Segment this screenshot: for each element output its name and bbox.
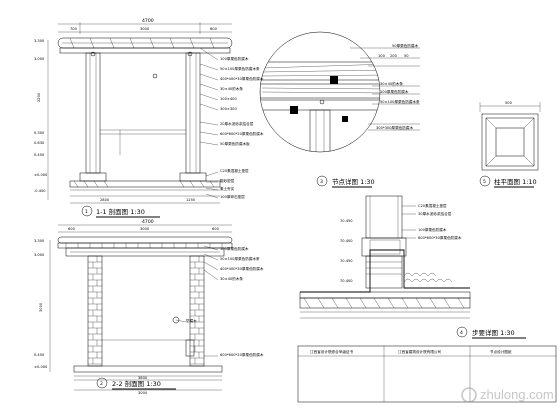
callout: 50厚栗色防腐木 [392, 43, 419, 48]
section-number: 1 [85, 209, 88, 215]
callout: 300*300厚栗色防腐木 [376, 125, 413, 130]
elev-label: 70.450 [340, 219, 353, 223]
detail-caption: 节点详图 1:30 [332, 177, 375, 186]
callout: 20厚水泥砂浆结合层 [220, 121, 254, 126]
purlin [59, 47, 231, 54]
elev-label: 0.450 [34, 153, 45, 157]
callout: 50 [404, 54, 409, 58]
title-block: 江西省设计院综合甲级证书 江西省建筑设计院有限公司 节点设计图纸 [297, 345, 557, 403]
callout: 素土夯实 [220, 186, 235, 191]
section-1-1: 4700 700 3000 600 [34, 18, 264, 218]
watermark-text: zhulong.com [480, 387, 554, 402]
elev-label: 3.000 [34, 253, 45, 257]
detail-number-circle [456, 326, 468, 338]
column-right [189, 255, 205, 367]
elev-label: 0.450 [34, 353, 45, 357]
column-left [87, 255, 103, 367]
footing [69, 180, 221, 188]
zhulong-logo-icon [461, 387, 477, 403]
detail-caption: 步要详图 1:30 [472, 328, 515, 337]
step-detail: 70.450 70.400 70.450 70.400 C20素混凝土垫层 30… [299, 195, 526, 339]
detail-number: 4 [460, 330, 463, 336]
roof-beam [57, 236, 233, 244]
callout: 30×40的木条 [220, 276, 243, 281]
dim-top-1: 700 [70, 27, 78, 31]
dim-top-3: 600 [210, 27, 218, 31]
title-cell: 江西省建筑设计院有限公司 [398, 349, 442, 354]
dim-bottom: 1250 [186, 198, 196, 202]
dim-top-2: 3000 [140, 27, 150, 31]
callout: 100×400 [220, 97, 237, 101]
column-right [185, 52, 201, 174]
section-number: 2 [100, 381, 103, 387]
callout: 200 [390, 54, 398, 58]
dim-bottom: 3000 [138, 391, 148, 395]
elev-label: 3000 [39, 302, 43, 312]
dim-top-total: 4700 [142, 18, 154, 24]
callout: 100厚碎石垫层 [220, 194, 245, 199]
callout: 100 [378, 54, 386, 58]
callout: 600*600*30厚栗色防腐木 [418, 235, 462, 240]
callout: 粗砂垫层 [220, 178, 235, 183]
detail-number: 5 [483, 179, 486, 185]
callout: 50×100厚栗色防腐木条 [220, 66, 260, 71]
callout: 100厚栗色防腐木 [220, 246, 249, 251]
callout: C20素混凝土垫层 [220, 168, 249, 173]
section-number-circle [96, 377, 108, 389]
elev-label: 3.300 [34, 39, 45, 43]
detail-caption: 柱平面图 1:10 [494, 177, 537, 186]
callout: 30厚水泥砂浆结合层 [418, 211, 452, 216]
callout: 50×100厚栗色防腐木条 [220, 256, 260, 261]
callout: 30×40的木条 [220, 86, 243, 91]
elev-label: 2200 [37, 92, 41, 102]
node-detail: 50厚栗色防腐木 100 200 50 30×40的木条 100厚栗色防腐木 5… [259, 31, 420, 188]
dim-top: 3000 [140, 227, 150, 231]
elev-label: -0.450 [34, 189, 46, 193]
title-cell: 江西省设计院综合甲级证书 [310, 349, 354, 354]
column-section [481, 113, 539, 171]
callout: 50厚栗色防腐木板 [220, 141, 250, 146]
elev-label: ±0.000 [34, 365, 48, 369]
column-plan: 500 5 柱平面图 1:10 [479, 101, 541, 188]
callout: 300×300 [220, 107, 237, 111]
section-caption: 1-1 剖面图 1:30 [96, 207, 145, 216]
callout: 600*600*20厚栗色防腐木 [220, 352, 264, 357]
dim-bottom: 3800 [138, 376, 148, 380]
title-cell: 节点设计图纸 [490, 349, 512, 354]
footing [73, 365, 223, 373]
elev-label: 0.300 [34, 131, 45, 135]
watermark: zhulong.com [461, 387, 554, 403]
dim-bottom: 2800 [100, 198, 110, 202]
dim-top-total: 4700 [142, 219, 154, 225]
callout: 400*400*30厚栗色防腐木 [220, 76, 264, 81]
dim-top: 500 [505, 101, 513, 105]
detail-number: 3 [320, 179, 323, 185]
section-number-circle [81, 205, 93, 217]
detail-number-circle [316, 175, 328, 187]
callout: 30×40的木条 [380, 81, 403, 86]
callout: 100厚栗色防腐木 [220, 56, 249, 61]
elev-label: 70.400 [340, 279, 353, 283]
column-left [85, 52, 101, 174]
elev-label: 0.630 [34, 141, 45, 145]
callout: 400*400*30厚栗色防腐木 [220, 266, 264, 271]
callout: 防腐木 [186, 318, 197, 323]
callout: C20素混凝土垫层 [418, 203, 447, 208]
callout: 600*600*20厚栗色防腐木 [220, 131, 264, 136]
elev-label: 70.450 [340, 259, 353, 263]
section-caption: 2-2 剖面图 1:30 [112, 379, 161, 388]
elev-label: 70.400 [340, 239, 353, 243]
callout: 50×100厚栗色防腐木条 [380, 99, 420, 104]
elev-label: 3.000 [34, 57, 45, 61]
detail-number-circle [479, 175, 491, 187]
callout: 100厚栗色防腐木 [380, 89, 409, 94]
elev-label: ±0.000 [34, 173, 48, 177]
elev-label: 3.300 [34, 239, 45, 243]
section-2-2: 4700 600 3000 600 3.300 3.000 [34, 219, 264, 395]
dim-top: 600 [212, 227, 220, 231]
dim-top: 600 [68, 227, 76, 231]
callout: 100厚栗色防腐木 [418, 227, 447, 232]
